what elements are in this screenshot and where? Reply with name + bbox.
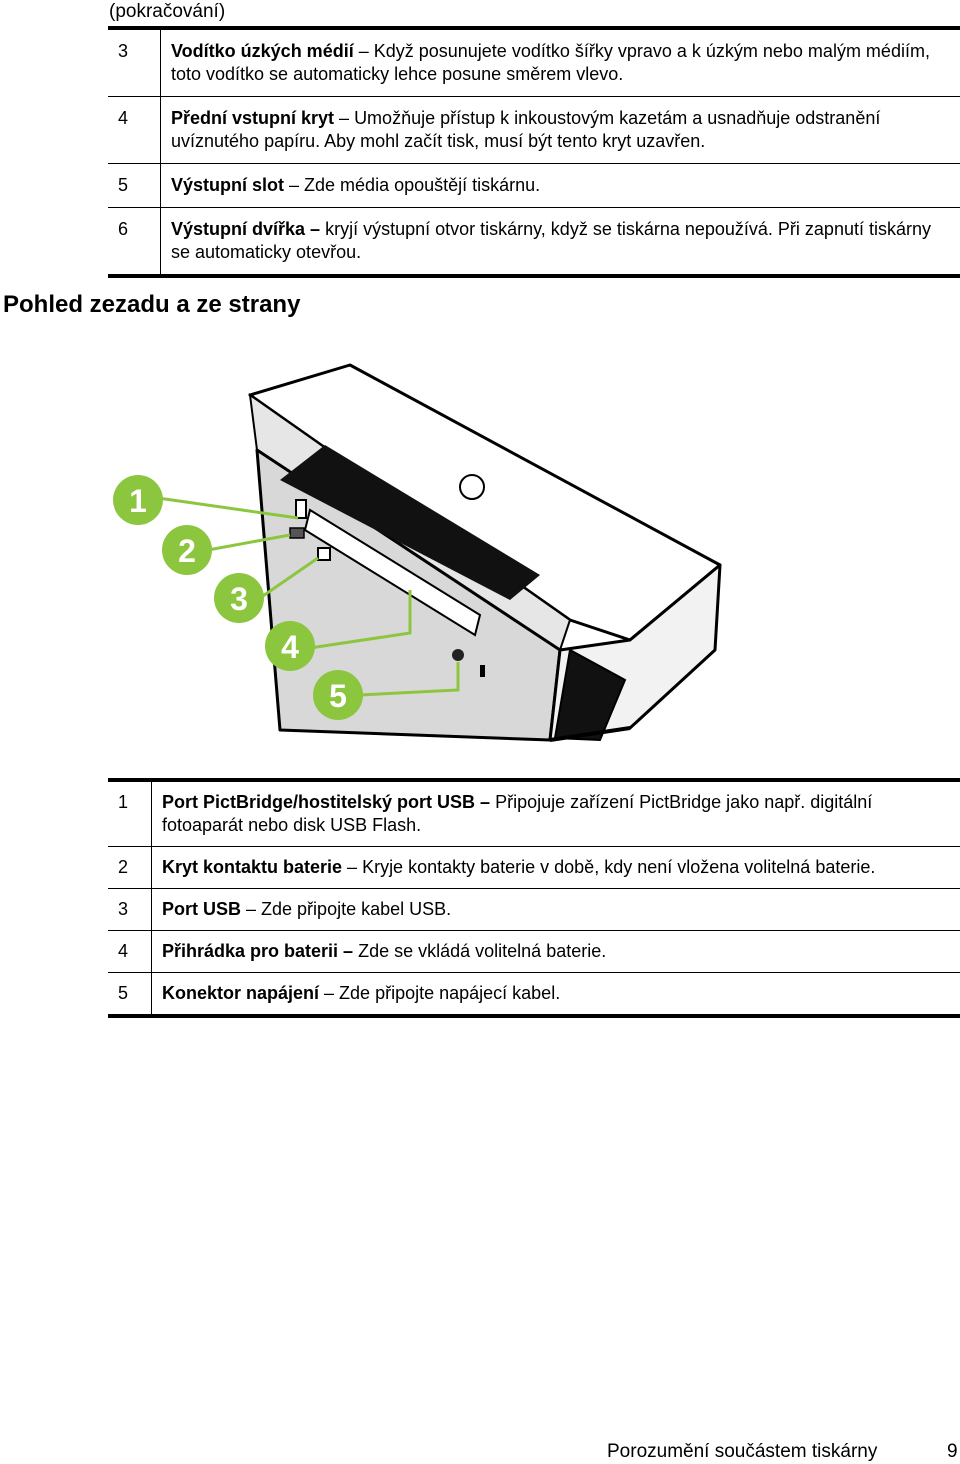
item-term: Port USB: [162, 899, 242, 919]
item-text: Umožňuje přístup k inkoustovým kazetám a…: [171, 108, 881, 151]
item-description: Přihrádka pro baterii – Zde se vkládá vo…: [151, 930, 960, 973]
battery-compartment-slot: [303, 508, 482, 637]
table-row: 4 Přihrádka pro baterii – Zde se vkládá …: [108, 930, 960, 973]
item-description: Port PictBridge/hostitelský port USB – P…: [151, 780, 960, 847]
callouts: 1 2 3 4 5: [113, 475, 363, 720]
svg-text:3: 3: [230, 581, 248, 617]
item-text: Kryje kontakty baterie v době, kdy není …: [362, 857, 876, 877]
item-text: kryjí výstupní otvor tiskárny, když se t…: [171, 219, 931, 262]
item-description: Vodítko úzkých médií – Když posunujete v…: [160, 28, 960, 97]
item-text: Zde se vkládá volitelná baterie.: [358, 941, 607, 961]
item-term: Port PictBridge/hostitelský port USB –: [162, 792, 491, 812]
svg-text:5: 5: [329, 678, 347, 714]
rear-parts-table: 1 Port PictBridge/hostitelský port USB –…: [108, 778, 960, 1018]
item-term: Konektor napájení: [162, 983, 320, 1003]
hp-logo-icon: [459, 474, 485, 500]
svg-text:4: 4: [281, 629, 299, 665]
callout-1: 1: [113, 475, 163, 525]
item-text: Zde připojte kabel USB.: [261, 899, 452, 919]
table-row: 6 Výstupní dvířka – kryjí výstupní otvor…: [108, 207, 960, 276]
callout-3: 3: [214, 573, 264, 623]
item-description: Kryt kontaktu baterie – Kryje kontakty b…: [151, 846, 960, 889]
item-description: Konektor napájení – Zde připojte napájec…: [151, 972, 960, 1016]
item-number: 5: [108, 163, 161, 208]
callout-2: 2: [162, 525, 212, 575]
item-number: 5: [108, 972, 152, 1016]
usb-port-icon: [317, 547, 331, 561]
rear-panel: [289, 499, 485, 677]
item-number: 6: [108, 207, 161, 276]
item-text: Když posunujete vodítko šířky vpravo a k…: [171, 41, 930, 84]
continued-label: (pokračování): [109, 1, 226, 22]
section-heading: Pohled zezadu a ze strany: [3, 291, 301, 318]
item-term: Přihrádka pro baterii –: [162, 941, 354, 961]
callout-leaders: [157, 496, 460, 697]
power-connector-icon: [452, 649, 464, 661]
svg-text:2: 2: [178, 533, 196, 569]
item-text: Zde média opouštějí tiskárnu.: [304, 175, 541, 195]
item-number: 4: [108, 96, 161, 164]
item-text: Připojuje zařízení PictBridge jako např.…: [162, 792, 873, 835]
table-row: 3 Port USB – Zde připojte kabel USB.: [108, 888, 960, 931]
item-term: Vodítko úzkých médií: [171, 41, 354, 61]
table-row: 2 Kryt kontaktu baterie – Kryje kontakty…: [108, 846, 960, 889]
table-row: 4 Přední vstupní kryt – Umožňuje přístup…: [108, 96, 960, 164]
front-parts-table: 3 Vodítko úzkých médií – Když posunujete…: [108, 26, 960, 278]
item-term: Kryt kontaktu baterie: [162, 857, 343, 877]
item-description: Výstupní slot – Zde média opouštějí tisk…: [160, 163, 960, 208]
item-term: Výstupní dvířka –: [171, 219, 321, 239]
item-number: 3: [118, 41, 129, 61]
battery-contact-cover-icon: [289, 527, 305, 539]
footer-chapter-title: Porozumění součástem tiskárny: [607, 1441, 878, 1462]
svg-text:1: 1: [129, 483, 147, 519]
item-description: Port USB – Zde připojte kabel USB.: [151, 888, 960, 931]
footer-page-number: 9: [947, 1441, 958, 1462]
item-term: Výstupní slot: [171, 175, 285, 195]
table-row: 3 Vodítko úzkých médií – Když posunujete…: [108, 28, 960, 97]
table-row: 5 Konektor napájení – Zde připojte napáj…: [108, 972, 960, 1016]
item-number: 3: [108, 888, 152, 931]
item-text: Zde připojte napájecí kabel.: [339, 983, 561, 1003]
item-number: 1: [118, 792, 129, 812]
printer-body: [248, 363, 722, 742]
item-number: 4: [108, 930, 152, 973]
item-description: Přední vstupní kryt – Umožňuje přístup k…: [160, 96, 960, 164]
table-row: 1 Port PictBridge/hostitelský port USB –…: [108, 780, 960, 847]
pictbridge-port-icon: [295, 499, 307, 519]
item-term: Přední vstupní kryt: [171, 108, 335, 128]
callout-5: 5: [313, 670, 363, 720]
table-row: 5 Výstupní slot – Zde média opouštějí ti…: [108, 163, 960, 208]
item-number: 2: [108, 846, 152, 889]
printer-rear-side-illustration: 1 2 3 4 5: [113, 363, 722, 742]
callout-4: 4: [265, 621, 315, 671]
item-description: Výstupní dvířka – kryjí výstupní otvor t…: [160, 207, 960, 276]
